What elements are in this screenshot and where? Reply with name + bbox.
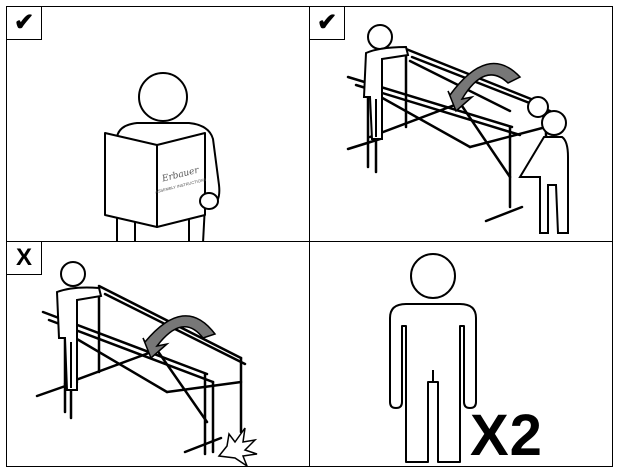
people-count-label: X2 <box>470 403 543 467</box>
cross-icon: X <box>7 242 42 275</box>
panel-two-people-required: X2 <box>309 241 613 467</box>
panel-two-person-lift: ✔ <box>309 6 613 242</box>
person-figure-illustration <box>389 253 477 463</box>
person-reading-manual-illustration: Erbauer ASSEMBLY INSTRUCTIONS <box>104 72 221 241</box>
panel-one-person-lift: X <box>6 241 310 467</box>
checkmark-icon: ✔ <box>310 7 345 40</box>
panel-read-instructions: ✔ Erbauer ASSEMBLY INSTRUCTIONS <box>6 6 310 242</box>
checkmark-icon: ✔ <box>7 7 42 40</box>
one-person-lift-illustration <box>35 261 258 466</box>
two-person-lift-illustration <box>346 24 569 234</box>
impact-spark-icon <box>217 427 258 466</box>
